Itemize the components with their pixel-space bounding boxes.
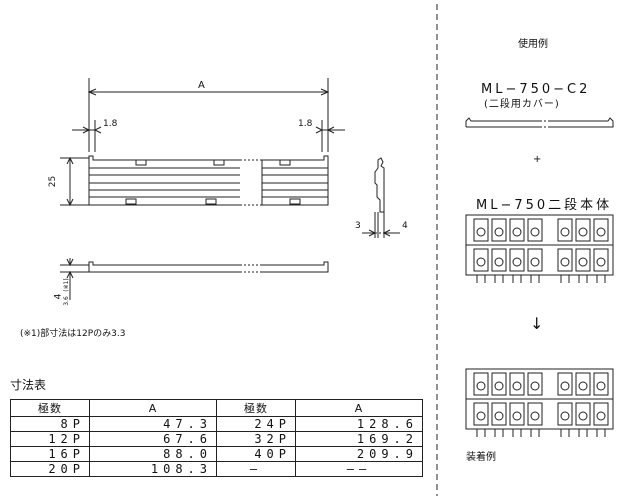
header-a-2: A <box>295 399 423 417</box>
cell-a: 47.3 <box>89 416 217 432</box>
dim-left-offset-label: 1.8 <box>103 119 118 129</box>
side-dim-right-label: 4 <box>402 221 408 231</box>
cell-poles: 32P <box>216 431 296 447</box>
down-arrow-icon: ↓ <box>530 314 544 333</box>
dim-right-offset-label: 1.8 <box>298 119 313 129</box>
cell-poles: 12P <box>10 431 90 447</box>
cell-poles: 40P <box>216 446 296 462</box>
cell-a: 169.2 <box>295 431 423 447</box>
mounted-label: 装着例 <box>466 452 496 463</box>
cell-a: 67.6 <box>89 431 217 447</box>
bottom-dim-note-value: 3.6 <box>62 296 70 306</box>
cell-poles: — <box>216 461 296 477</box>
footnote: (※1)部寸法は12Pのみ3.3 <box>20 329 126 339</box>
table-row: 20P 108.3 — —— <box>10 461 423 477</box>
table-header-row: 極数 A 極数 A <box>10 399 423 417</box>
cover-model-label: ML−750−C2 <box>481 82 591 97</box>
table-row: 8P 47.3 24P 128.6 <box>10 416 423 432</box>
cell-a: 209.9 <box>295 446 423 462</box>
table-row: 16P 88.0 40P 209.9 <box>10 446 423 462</box>
header-poles-2: 極数 <box>216 399 296 417</box>
side-dim-left-label: 3 <box>355 221 361 231</box>
dimension-table-title: 寸法表 <box>10 378 47 392</box>
cell-a: 108.3 <box>89 461 217 477</box>
body-model-label: ML−750二段本体 <box>476 198 613 213</box>
dim-a-label: A <box>198 80 205 91</box>
header-poles-1: 極数 <box>10 399 90 417</box>
cell-a: 128.6 <box>295 416 423 432</box>
cover-name-label: (二段用カバー) <box>484 99 560 110</box>
side-view-outline <box>362 157 400 238</box>
cell-poles: 20P <box>10 461 90 477</box>
cell-poles: 8P <box>10 416 90 432</box>
dim-height-label: 25 <box>48 175 59 188</box>
bottom-dim-note-ref: (※1) <box>62 278 70 292</box>
cell-a: —— <box>295 461 423 477</box>
table-row: 12P 67.6 32P 169.2 <box>10 431 423 447</box>
cell-a: 88.0 <box>89 446 217 462</box>
plus-sign: + <box>533 154 542 165</box>
cell-poles: 16P <box>10 446 90 462</box>
bottom-view-outline <box>60 258 329 300</box>
cell-poles: 24P <box>216 416 296 432</box>
usage-cover-outline <box>465 117 614 128</box>
usage-mounted-outline <box>465 368 614 437</box>
usage-title: 使用例 <box>518 39 548 50</box>
header-a-1: A <box>89 399 217 417</box>
dimension-table: 極数 A 極数 A 8P 47.3 24P 128.6 12P 67.6 32P… <box>10 399 423 477</box>
front-view-outline <box>60 78 345 207</box>
usage-body-outline <box>465 214 614 283</box>
